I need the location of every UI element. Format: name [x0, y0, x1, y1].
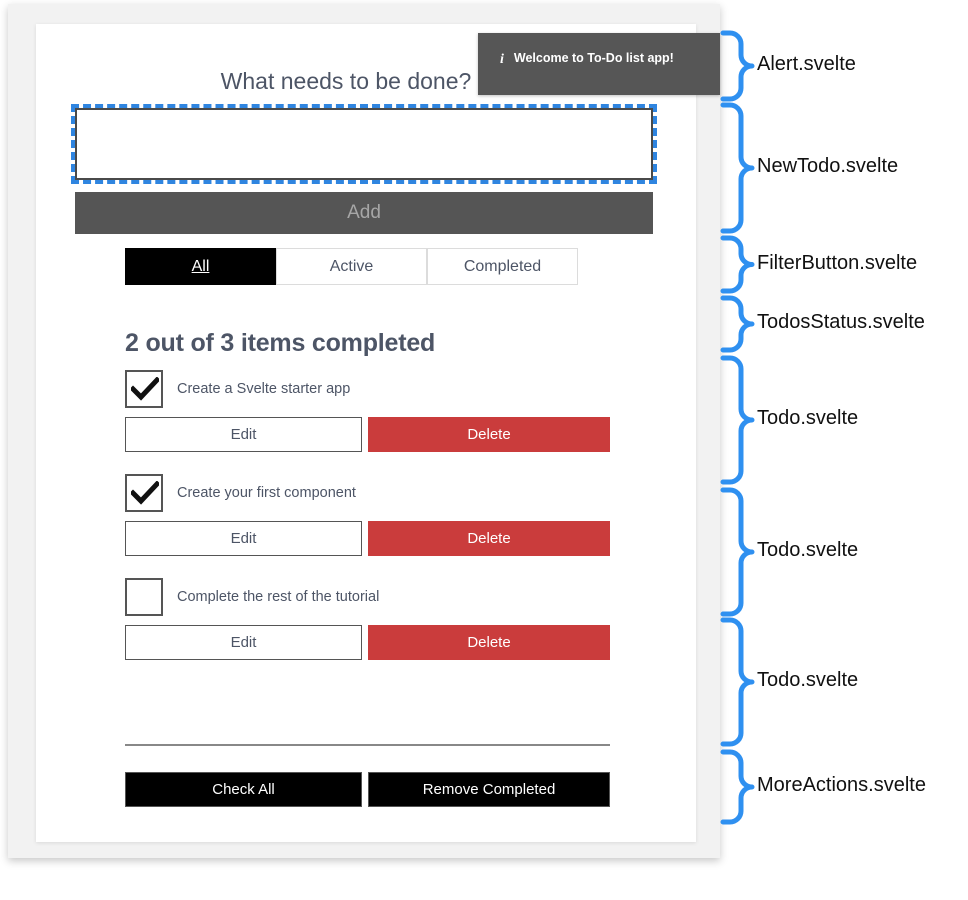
- new-todo-input-wrapper[interactable]: [71, 104, 657, 184]
- delete-button[interactable]: Delete: [368, 625, 610, 660]
- annotation-bracket: [720, 295, 755, 353]
- annotation-bracket: [720, 487, 755, 617]
- alert-message: Welcome to To-Do list app!: [513, 51, 674, 65]
- annotation-bracket: [720, 617, 755, 747]
- check-all-button[interactable]: Check All: [125, 772, 362, 807]
- todo-checkbox-unchecked[interactable]: [125, 578, 163, 616]
- annotation-bracket: [720, 749, 755, 825]
- annotation-bracket: [720, 235, 755, 294]
- annotation-label: Todo.svelte: [757, 539, 859, 561]
- todos-status-heading: 2 out of 3 items completed: [125, 328, 436, 357]
- annotation-label: MoreActions.svelte: [757, 774, 926, 796]
- more-actions-group: Check All Remove Completed: [125, 772, 610, 807]
- todo-row: Complete the rest of the tutorial: [125, 578, 610, 616]
- delete-button[interactable]: Delete: [368, 521, 610, 556]
- todo-item: Complete the rest of the tutorial Edit D…: [125, 578, 610, 660]
- annotation-label: Alert.svelte: [757, 53, 856, 75]
- todo-actions: Edit Delete: [125, 417, 610, 452]
- annotation-label: FilterButton.svelte: [757, 251, 918, 274]
- info-icon: i: [500, 52, 504, 67]
- remove-completed-button[interactable]: Remove Completed: [368, 772, 610, 807]
- filter-button-completed[interactable]: Completed: [427, 248, 578, 285]
- page-title: What needs to be done?: [220, 68, 472, 94]
- todo-list: Create a Svelte starter app Edit Delete …: [125, 370, 610, 682]
- todo-row: Create a Svelte starter app: [125, 370, 610, 408]
- todo-label: Create your first component: [177, 485, 356, 501]
- check-icon: [131, 377, 159, 401]
- edit-button[interactable]: Edit: [125, 625, 362, 660]
- filter-button-active[interactable]: Active: [276, 248, 427, 285]
- filter-button-all[interactable]: All: [125, 248, 276, 285]
- todo-item: Create your first component Edit Delete: [125, 474, 610, 556]
- check-icon: [131, 481, 159, 505]
- annotation-bracket: [720, 355, 755, 485]
- edit-button[interactable]: Edit: [125, 521, 362, 556]
- annotation-label: Todo.svelte: [757, 669, 859, 691]
- alert-banner[interactable]: i Welcome to To-Do list app!: [478, 33, 720, 95]
- todo-actions: Edit Delete: [125, 625, 610, 660]
- edit-button[interactable]: Edit: [125, 417, 362, 452]
- annotation-label: NewTodo.svelte: [757, 155, 899, 177]
- filter-button-group: All Active Completed: [125, 248, 578, 285]
- todo-checkbox-checked[interactable]: [125, 474, 163, 512]
- add-todo-button[interactable]: Add: [75, 192, 653, 234]
- todo-checkbox-checked[interactable]: [125, 370, 163, 408]
- annotation-label: TodosStatus.svelte: [757, 311, 925, 333]
- todo-row: Create your first component: [125, 474, 610, 512]
- annotation-bracket: [720, 30, 755, 102]
- todo-item: Create a Svelte starter app Edit Delete: [125, 370, 610, 452]
- todo-actions: Edit Delete: [125, 521, 610, 556]
- annotation-bracket: [720, 102, 755, 234]
- annotation-label: Todo.svelte: [757, 407, 859, 429]
- new-todo-input[interactable]: [75, 108, 653, 180]
- todo-label: Create a Svelte starter app: [177, 381, 351, 397]
- section-divider: [125, 744, 610, 746]
- todo-label: Complete the rest of the tutorial: [177, 589, 380, 605]
- delete-button[interactable]: Delete: [368, 417, 610, 452]
